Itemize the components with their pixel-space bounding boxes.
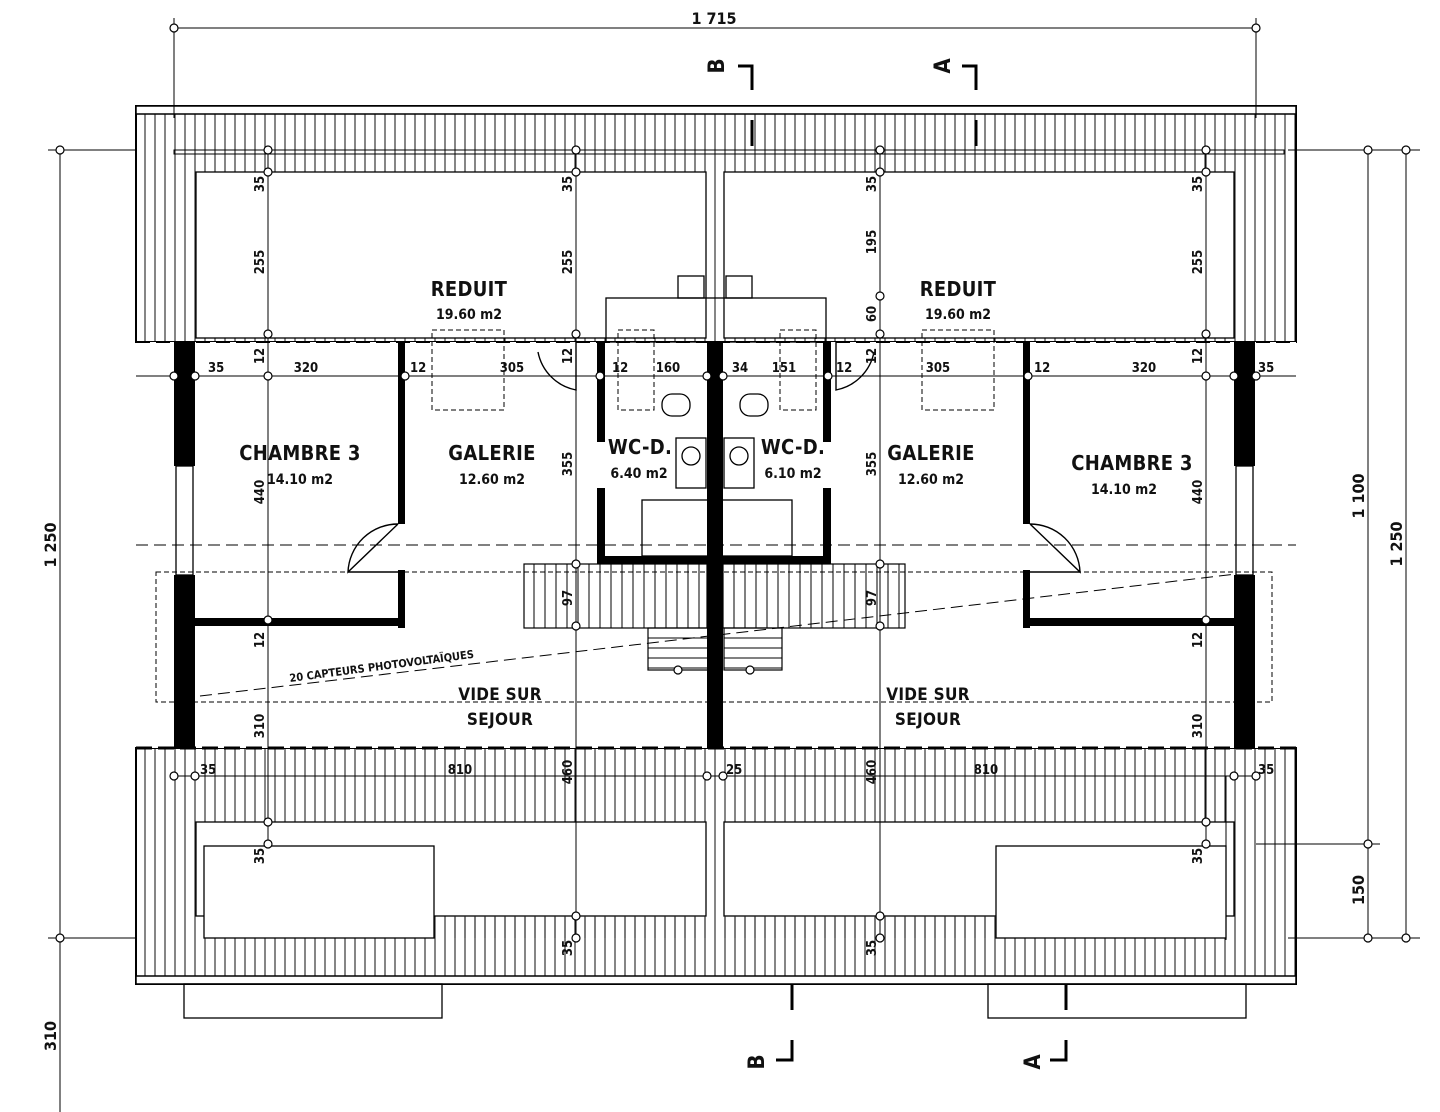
svg-text:355: 355 [865,452,880,476]
svg-text:460: 460 [865,760,880,784]
room-chambre-right-area: 14.10 m2 [1091,482,1157,498]
dimension-lines [48,18,1420,1112]
svg-text:810: 810 [974,763,998,778]
svg-text:305: 305 [500,361,524,376]
svg-text:12: 12 [836,361,852,376]
svg-text:97: 97 [865,590,880,606]
section-cut-marks [738,64,1068,1062]
room-galerie-right-name: GALERIE [887,441,974,465]
room-vide-left-line2: SEJOUR [467,710,533,730]
svg-text:440: 440 [253,480,268,504]
svg-text:35: 35 [253,848,268,864]
overall-depth-left-dim: 1 250 [41,522,60,567]
svg-text:255: 255 [1191,250,1206,274]
svg-text:12: 12 [865,348,880,364]
overhang-right-dim: 150 [1349,875,1368,905]
svg-text:310: 310 [1191,714,1206,738]
inner-depth-right-dim: 1 100 [1349,473,1368,518]
svg-text:310: 310 [253,714,268,738]
dims-row-bottom: 35 810 25 810 35 [200,763,1274,778]
room-chambre-left-area: 14.10 m2 [267,472,333,488]
svg-text:60: 60 [865,306,880,322]
room-wc-left-name: WC-D. [608,435,672,459]
room-galerie-right-area: 12.60 m2 [898,472,964,488]
wc-fixtures [605,275,827,557]
room-reduit-left-area: 19.60 m2 [436,307,502,323]
svg-text:320: 320 [1132,361,1156,376]
room-wc-right-name: WC-D. [761,435,825,459]
svg-text:355: 355 [561,452,576,476]
walls [174,342,1255,748]
svg-text:12: 12 [253,632,268,648]
dims-row-top: 35 320 12 305 12 160 34 151 12 305 12 32… [208,361,1274,376]
svg-text:12: 12 [1191,348,1206,364]
svg-text:12: 12 [410,361,426,376]
balcony-bottom-right [723,821,1247,1019]
pv-diagonal [199,573,1237,697]
room-vide-right-line1: VIDE SUR [886,685,970,705]
svg-text:320: 320 [294,361,318,376]
svg-text:12: 12 [1191,632,1206,648]
svg-text:35: 35 [200,763,216,778]
section-letter-a-bottom: A [1021,1054,1046,1070]
svg-text:35: 35 [1191,176,1206,192]
room-chambre-right-name: CHAMBRE 3 [1071,451,1192,475]
svg-text:160: 160 [656,361,680,376]
balcony-bottom-left [183,821,707,1019]
svg-text:35: 35 [865,176,880,192]
svg-text:97: 97 [561,590,576,606]
room-reduit-right-name: REDUIT [920,277,997,301]
section-letter-b-bottom: B [745,1054,770,1069]
svg-text:35: 35 [1258,361,1274,376]
room-chambre-left-name: CHAMBRE 3 [239,441,360,465]
overhang-left-dim: 310 [41,1021,60,1051]
room-wc-right-area: 6.10 m2 [764,466,821,482]
roof-window-outlines [155,329,1273,703]
svg-text:35: 35 [1258,763,1274,778]
svg-text:34: 34 [732,361,748,376]
svg-text:12: 12 [561,348,576,364]
dims-vertical: 35 255 12 440 12 310 35 35 255 12 355 97… [253,176,1206,956]
svg-text:35: 35 [865,940,880,956]
svg-text:440: 440 [1191,480,1206,504]
svg-text:12: 12 [1034,361,1050,376]
room-galerie-left-name: GALERIE [448,441,535,465]
svg-text:810: 810 [448,763,472,778]
svg-text:35: 35 [253,176,268,192]
gable-windows [175,465,1254,576]
svg-text:255: 255 [561,250,576,274]
svg-text:35: 35 [561,176,576,192]
overall-width-dim: 1 715 [691,9,736,28]
svg-text:35: 35 [1191,848,1206,864]
svg-text:460: 460 [561,760,576,784]
svg-text:25: 25 [726,763,742,778]
svg-text:35: 35 [561,940,576,956]
room-galerie-left-area: 12.60 m2 [459,472,525,488]
svg-text:305: 305 [926,361,950,376]
dormer-top-right [723,171,1235,339]
section-letter-b-top: B [705,58,730,73]
room-vide-right-line2: SEJOUR [895,710,961,730]
room-wc-left-area: 6.40 m2 [610,466,667,482]
dormer-top-left [173,149,1285,339]
dimension-ticks [55,23,1411,943]
svg-text:195: 195 [865,230,880,254]
svg-text:12: 12 [253,348,268,364]
section-letter-a-top: A [931,58,956,74]
svg-text:35: 35 [208,361,224,376]
svg-text:255: 255 [253,250,268,274]
room-reduit-left-name: REDUIT [431,277,508,301]
room-vide-left-line1: VIDE SUR [458,685,542,705]
overall-depth-right-dim: 1 250 [1387,521,1406,566]
room-reduit-right-area: 19.60 m2 [925,307,991,323]
svg-text:12: 12 [612,361,628,376]
svg-text:151: 151 [772,361,796,376]
